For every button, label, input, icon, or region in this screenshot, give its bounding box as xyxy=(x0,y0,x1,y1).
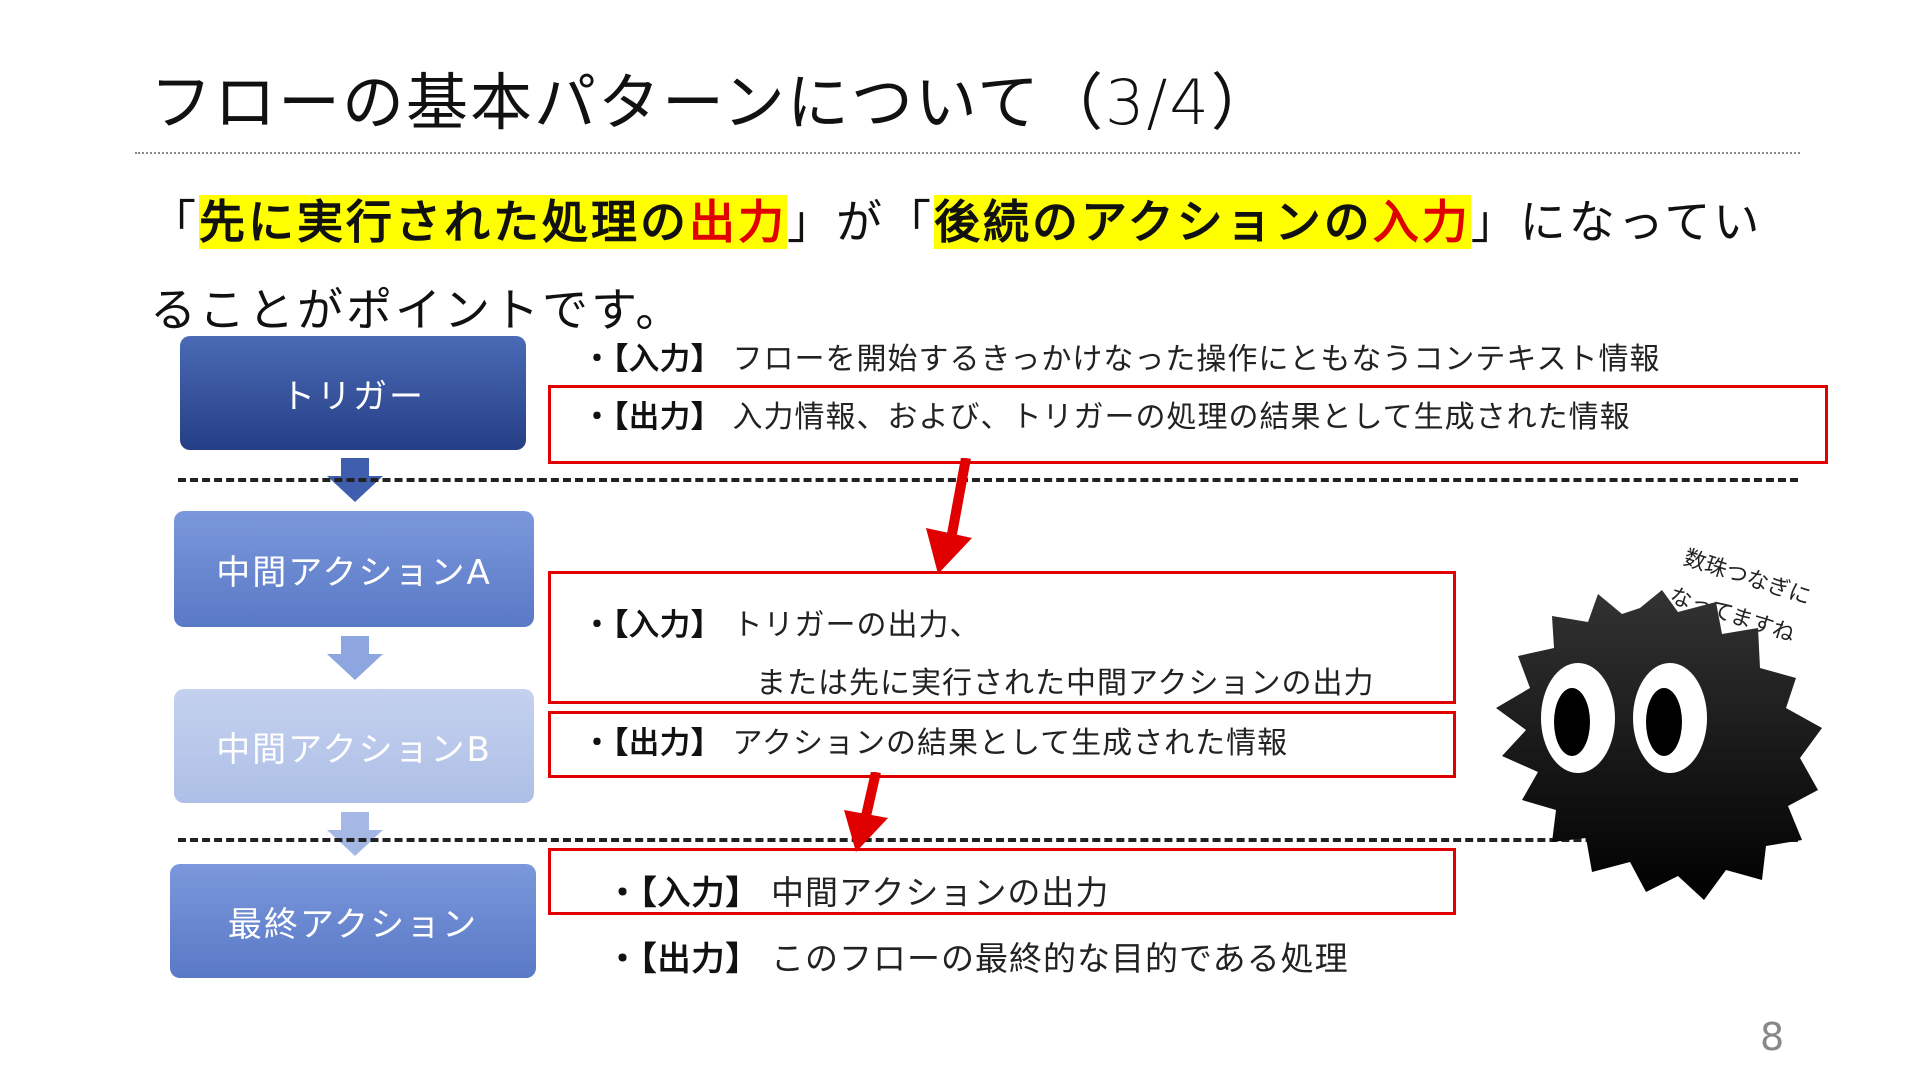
red-arrow-icon xyxy=(926,458,972,574)
step-middle-action-a: 中間アクションA xyxy=(174,511,534,627)
final-output-item: ・【出力】 このフローの最終的な目的である処理 xyxy=(606,932,1349,980)
output-tag: ・【出力】 xyxy=(606,939,760,978)
slide-title: フローの基本パターンについて（3/4） xyxy=(150,66,1275,139)
trigger-output-item: ・【出力】 入力情報、および、トリガーの処理の結果として生成された情報 xyxy=(582,392,1631,436)
middle-output-text: アクションの結果として生成された情報 xyxy=(732,726,1289,761)
lead-input-word: 入力 xyxy=(1372,195,1471,249)
lead-part: 」になってい xyxy=(1470,195,1763,249)
lead-highlight-1: 先に実行された処理の出力 xyxy=(199,195,787,249)
middle-input-box xyxy=(548,571,1456,704)
lead-highlight-2: 後続のアクションの入力 xyxy=(934,195,1471,249)
middle-input-text-2: または先に実行された中間アクションの出力 xyxy=(756,666,1375,701)
down-arrow-icon xyxy=(327,812,383,856)
down-arrow-icon xyxy=(327,636,383,680)
output-tag: ・【出力】 xyxy=(582,400,722,435)
lead-part: 後続のアクションの xyxy=(934,195,1373,249)
final-output-text: このフローの最終的な目的である処理 xyxy=(771,939,1349,978)
lead-part: 先に実行された処理の xyxy=(199,195,689,249)
lead-part: 」が「 xyxy=(787,195,934,249)
lead-part: 「 xyxy=(150,195,199,249)
trigger-input-text: フローを開始するきっかけなった操作にともなうコンテキスト情報 xyxy=(732,342,1661,377)
title-divider xyxy=(135,152,1800,154)
red-arrow-icon xyxy=(844,772,888,852)
final-input-text: 中間アクションの出力 xyxy=(771,873,1110,912)
step-trigger: トリガー xyxy=(180,336,526,450)
trigger-output-box xyxy=(548,385,1828,464)
trigger-output-text: 入力情報、および、トリガーの処理の結果として生成された情報 xyxy=(732,400,1631,435)
middle-input-item: ・【入力】 トリガーの出力、 xyxy=(582,600,981,644)
trigger-input-item: ・【入力】 フローを開始するきっかけなった操作にともなうコンテキスト情報 xyxy=(582,334,1660,378)
soot-sprite-character-icon xyxy=(1496,590,1822,900)
middle-output-item: ・【出力】 アクションの結果として生成された情報 xyxy=(582,718,1288,762)
middle-input-text-1: トリガーの出力、 xyxy=(732,608,981,643)
lead-text: 「先に実行された処理の出力」が「後続のアクションの入力」になっていることがポイン… xyxy=(150,178,1770,354)
input-tag: ・【入力】 xyxy=(582,342,722,377)
lead-part: ることがポイントです。 xyxy=(150,283,685,337)
section-separator xyxy=(178,478,1798,482)
step-middle-action-b: 中間アクションB xyxy=(174,689,534,803)
page-number: 8 xyxy=(1760,1015,1785,1059)
final-input-item: ・【入力】 中間アクションの出力 xyxy=(606,866,1109,914)
input-tag: ・【入力】 xyxy=(606,873,760,912)
section-separator xyxy=(178,838,1798,842)
middle-output-box xyxy=(548,711,1456,778)
input-tag: ・【入力】 xyxy=(582,608,722,643)
output-tag: ・【出力】 xyxy=(582,726,722,761)
final-input-box xyxy=(548,848,1456,915)
step-final-action: 最終アクション xyxy=(170,864,536,978)
lead-output-word: 出力 xyxy=(689,195,787,249)
